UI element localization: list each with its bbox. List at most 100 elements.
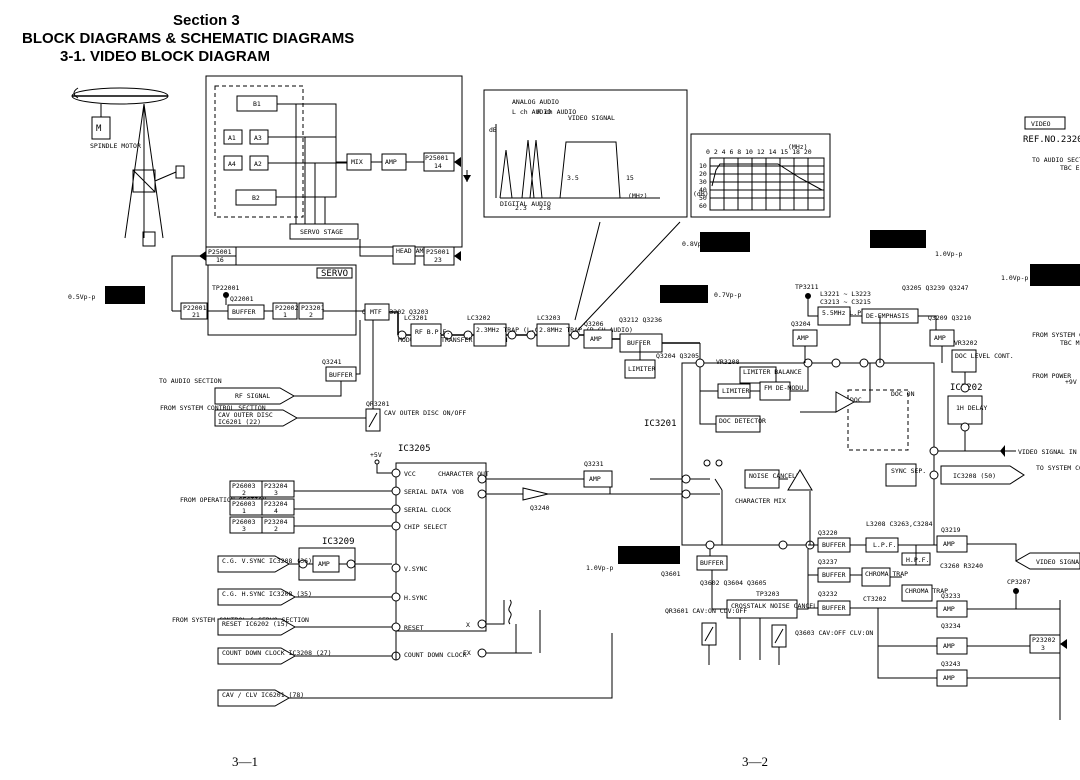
diagram-label: MIX [351,158,363,166]
diagram-label: SERVO STAGE [300,228,343,236]
diagram-label: Q22001 [230,295,254,303]
diagram-label: FM DE-MODU. [764,384,807,392]
diagram-label: AMP [934,334,946,342]
diagram-label: LIMITER [722,387,749,395]
diagram-label: 1 [242,507,246,515]
diagram-label: 14 [434,162,442,170]
audio-spectrum-inset: ANALOG AUDIO L ch AUDIO R ch AUDIO VIDEO… [483,89,688,218]
diagram-label: 2.3 [515,204,527,212]
diagram-label: Q3209 Q3210 [928,314,971,322]
diagram-label: P22002 [275,304,299,312]
diagram-label: CHROMA TRAP [905,587,948,595]
diagram-label: +9V [1065,378,1077,386]
diagram-label: ANALOG AUDIO [512,98,559,106]
diagram-label: IC3209 [322,537,355,547]
diagram-label: P23202 [1032,636,1056,644]
diagram-label: AMP [943,674,955,682]
diagram-label: TP3203 [756,590,780,598]
diagram-label: 5.5MHz L.P.F. [822,309,873,317]
diagram-label: AMP [943,642,955,650]
diagram-label: BUFFER [822,571,846,579]
top-right-chain: TP3211 L3221 ~ L3223 C3213 ~ C3215 5.5MH… [791,230,1080,485]
diagram-label: FROM SYSTEM CONTROL SECTION [1032,331,1080,339]
diagram-label: DOC LEVEL CONT. [955,352,1014,360]
diagram-label: A1 [228,134,236,142]
waveform-1-0vpp-b [1030,264,1080,286]
diagram-label: TO SYSTEM CONTROL SECTION [1036,464,1080,472]
section-number: Section 3 [173,12,240,29]
diagram-label: 0 2 4 6 8 10 12 14 15 18 20 [706,148,812,156]
diagram-label: P25001 [208,248,232,256]
diagram-label: 2 [274,525,278,533]
diagram-label: P23201 [301,304,325,312]
diagram-label: P26003 [232,500,256,508]
diagram-label: B1 [253,100,261,108]
diagram-label: 23 [434,256,442,264]
diagram-label: Q3204 Q3205 [656,352,699,360]
diagram-label: 15 [626,174,634,182]
diagram-label: C.G. H.SYNC IC3208 (35) [222,590,312,598]
diagram-label: TO AUDIO SECTION [1032,156,1080,164]
diagram-label: CT3202 [863,595,887,603]
diagram-label: P26003 [232,482,256,490]
diagram-label: 0.5Vp-p [68,293,95,301]
diagram-label: 1.0Vp-p [1001,274,1028,282]
system-inputs: FROM SYSTEM CONTROL & SERVO SECTION C.G.… [172,555,613,707]
diagram-label: FROM POWER [1032,372,1071,380]
diagram-label: AMP [590,335,602,343]
diagram-label: DE-EMPHASIS [866,312,909,320]
diagram-label: A3 [254,134,262,142]
diagram-label: P22001 [183,304,207,312]
diagram-label: TP22001 [212,284,239,292]
diagram-label: NOISE CANCELER [749,472,804,480]
diagram-label: VIDEO SIGNAL OUT [1036,558,1080,566]
video-ref-box [1024,116,1066,130]
diagram-label: (MHz) [788,143,808,151]
ic3205: IC3205 +5V VCC SERIAL DATA SERIAL CLOCK … [370,444,682,661]
lower-chain: 1.0Vp-p Q3601 BUFFER TP3203 Q3602 Q3604 … [586,520,1080,720]
frequency-response-inset: (MHz) 0 2 4 6 8 10 12 14 15 18 20 10 20 … [574,133,831,331]
diagram-label: C.G. V.SYNC IC3208 (36) [222,557,312,565]
waveform-0-7vpp [660,285,708,303]
diagram-label: 3.5 [567,174,579,182]
diagram-label: Q3204 [791,320,811,328]
diagram-label: DOC DETECTOR [719,417,766,425]
diagram-label: 1 [283,311,287,319]
diagram-label: BUFFER [700,559,724,567]
diagram-label: 21 [192,311,200,319]
diagram-label: BUFFER [822,604,846,612]
diagram-label: SERIAL DATA [404,488,447,496]
diagram-label: TP3211 [795,283,819,291]
diagram-label: VR3208 [716,358,740,366]
waveform-0-5vpp [105,286,145,304]
diagram-label: VR3202 [954,339,978,347]
diagram-label: IC3201 [644,419,677,429]
diagram-label: B2 [252,194,260,202]
diagram-label: LC3202 [467,314,491,322]
diagram-label: RF B.P.F. [415,328,450,336]
diagram-label: V.SYNC [404,565,428,573]
diagram-label: REF.NO.2320 [1023,135,1080,145]
diagram-label: 2.3MHz TRAP (L-CH AUDIO) [476,326,570,334]
waveform-1-0vpp-c [618,546,680,564]
diagram-label: R ch AUDIO [537,108,576,116]
diagram-label: Q3602 Q3604 Q3605 [700,579,767,587]
diagram-label: 0.7Vp-p [714,291,741,299]
diagram-label: VIDEO SIGNAL IN [1018,448,1077,456]
diagram-label: BUFFER [232,308,256,316]
diagram-label: VIDEO [1031,120,1051,128]
diagram-label: P23204 [264,500,288,508]
diagram-label: 1H DELAY [956,404,987,412]
diagram-label: BUFFER [822,541,846,549]
diagram-label: 1.0Vp-p [935,250,962,258]
diagram-label: Q3243 [941,660,961,668]
diagram-label: 2.8 [539,204,551,212]
diagram-label: Q3206 [584,320,604,328]
diagram-label: RESET [404,624,424,632]
diagram-label: MTF [370,308,382,316]
diagram-label: TBC ERROR [1060,164,1080,172]
diagram-label: H.P.F. [906,556,929,564]
operation-inputs: FROM OPERATION SECTION P26003 2 P23204 3… [180,480,392,534]
diagram-label: 40 [699,186,707,194]
diagram-label: AMP [318,560,330,568]
